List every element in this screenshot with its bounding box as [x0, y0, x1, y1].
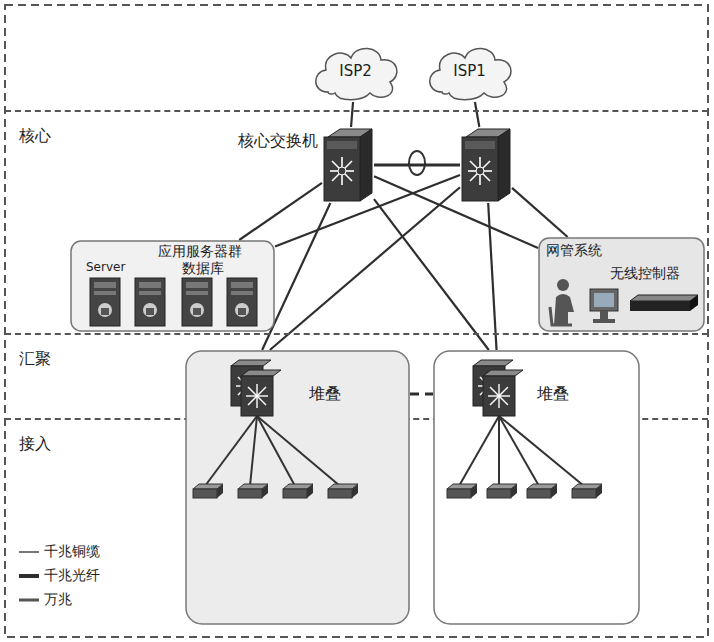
node-label: 堆叠	[537, 384, 569, 403]
switch-icon	[460, 127, 512, 203]
node-label: ISP1	[422, 62, 517, 80]
network-link	[374, 176, 538, 248]
node-label: 数据库	[182, 260, 224, 277]
layer-label: 汇聚	[19, 349, 51, 368]
network-link	[475, 102, 479, 127]
legend-line	[19, 599, 39, 602]
network-link	[374, 199, 489, 350]
isp-cloud: ISP2	[308, 40, 403, 102]
outer-frame	[5, 5, 708, 637]
legend-label: 千兆光纤	[44, 567, 100, 585]
network-link	[239, 183, 322, 240]
aggregation-stack: 堆叠	[185, 350, 410, 625]
core-switch	[460, 127, 512, 203]
node-label: ISP2	[308, 62, 403, 80]
legend: 千兆铜缆千兆光纤万兆	[18, 540, 100, 612]
node-label: 堆叠	[309, 384, 341, 403]
layer-band: 核心 核心交换机应用服务器群 Server 数据库 网管系统无线控制器	[5, 110, 708, 333]
switch-icon	[322, 127, 374, 203]
layer-label: 接入	[19, 434, 51, 453]
node-label: Server	[86, 260, 125, 274]
core-switch: 核心交换机	[322, 127, 374, 203]
legend-line	[19, 551, 39, 553]
node-label: 应用服务器群	[158, 243, 242, 260]
network-link	[374, 164, 460, 167]
stack-link	[410, 393, 433, 396]
node-label: 无线控制器	[610, 265, 680, 282]
network-link	[351, 102, 353, 127]
legend-line-sample	[18, 571, 40, 581]
network-link	[488, 203, 496, 350]
legend-label: 万兆	[44, 591, 72, 609]
legend-row: 千兆光纤	[18, 564, 100, 588]
aggregation-group	[433, 350, 640, 625]
network-link	[270, 187, 460, 350]
isp-cloud: ISP1	[422, 40, 517, 102]
link-bundle-ring	[409, 151, 425, 175]
legend-line	[19, 574, 39, 578]
aggregation-group	[185, 350, 410, 625]
node-label: 网管系统	[546, 242, 602, 259]
layer-label: 核心	[19, 126, 51, 145]
legend-line-sample	[18, 595, 40, 605]
server-group: 应用服务器群 Server 数据库	[70, 240, 275, 332]
network-link	[512, 188, 568, 237]
legend-row: 万兆	[18, 588, 100, 612]
management-group: 网管系统无线控制器	[538, 237, 705, 332]
aggregation-stack: 堆叠	[433, 350, 640, 625]
legend-line-sample	[18, 547, 40, 557]
legend-label: 千兆铜缆	[44, 543, 100, 561]
node-label: 核心交换机	[238, 131, 318, 150]
legend-row: 千兆铜缆	[18, 540, 100, 564]
